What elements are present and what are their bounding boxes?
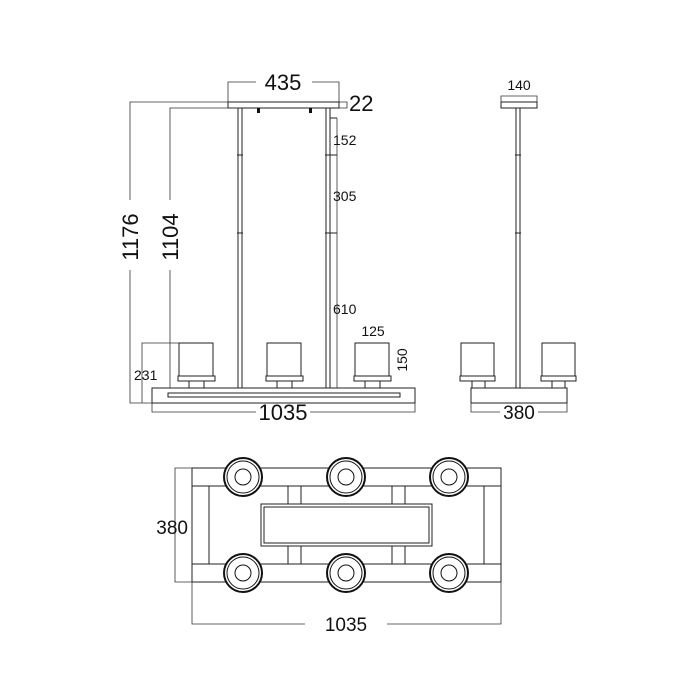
- dim-side-width: 380: [503, 403, 535, 424]
- shade-middle: [265, 342, 304, 389]
- top-shade: [223, 457, 263, 497]
- top-shade: [429, 553, 469, 593]
- top-view: 380 1035: [156, 457, 502, 636]
- dim-rod-segment-3: 610: [333, 301, 357, 317]
- top-shade: [326, 553, 366, 593]
- side-rod: [515, 107, 521, 389]
- side-shade-right: [540, 342, 577, 389]
- top-shade: [429, 457, 469, 497]
- side-bar: [470, 387, 568, 404]
- dim-top-width: 380: [156, 518, 188, 539]
- dim-overall-height: 1176: [118, 213, 143, 260]
- dim-canopy-height: 22: [349, 91, 373, 116]
- side-canopy: [500, 101, 538, 109]
- bar-slot: [167, 392, 401, 398]
- dim-side-canopy-width: 140: [507, 77, 531, 93]
- canopy-screw: [309, 108, 312, 113]
- dim-canopy-width: 435: [265, 70, 302, 95]
- shade-right: [353, 342, 392, 389]
- canopy-screw: [257, 108, 260, 113]
- dim-shade-width: 125: [361, 323, 385, 339]
- top-shade: [223, 553, 263, 593]
- dim-shade-to-bottom: 231: [134, 367, 158, 383]
- dim-length: 1035: [259, 400, 308, 425]
- side-view: 140 380: [459, 77, 577, 424]
- dim-top-length: 1035: [325, 615, 367, 636]
- canopy: [227, 101, 340, 109]
- top-shade-circles: [223, 457, 469, 593]
- dim-shade-height: 150: [394, 348, 410, 372]
- rod-left: [237, 107, 243, 389]
- shade-left: [177, 342, 216, 389]
- dim-rod-height: 1104: [158, 213, 183, 260]
- side-shade-left: [459, 342, 496, 389]
- rod-right: [325, 107, 331, 389]
- dim-rod-segment-1: 152: [333, 132, 357, 148]
- top-shade: [326, 457, 366, 497]
- dim-rod-segment-2: 305: [333, 188, 357, 204]
- front-view: 435 22 1176 1104 152 305 610 125 150 231…: [118, 70, 416, 425]
